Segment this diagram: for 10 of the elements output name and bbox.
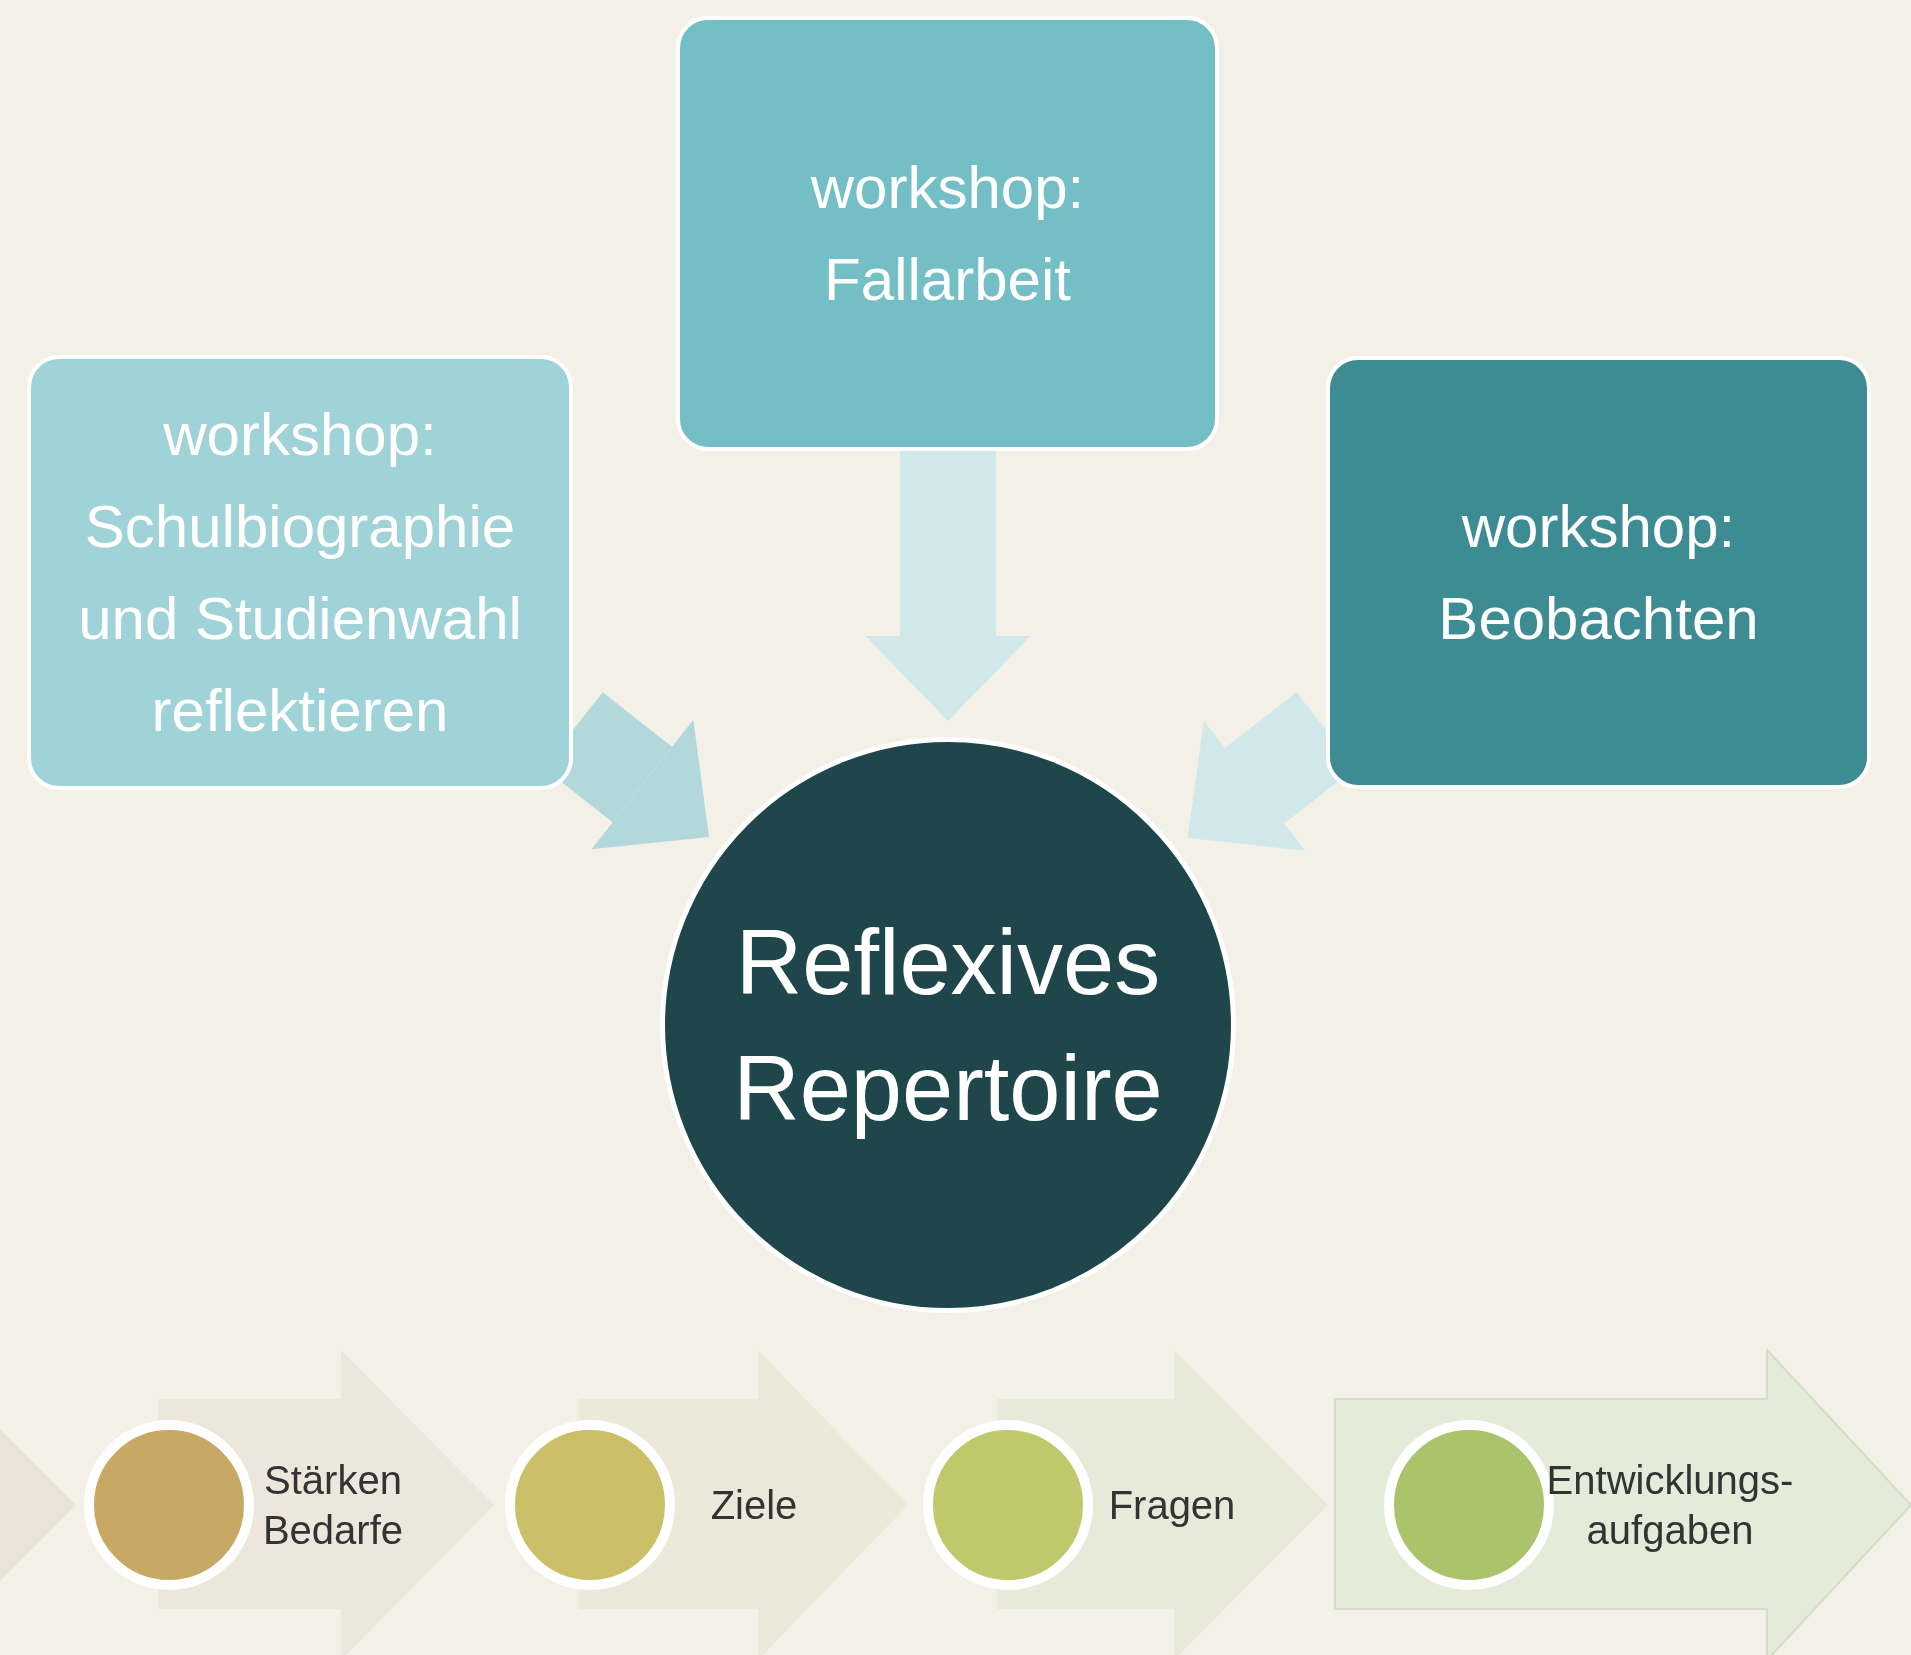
workshop-box: workshop: Schulbiographie und Studienwahl reflektieren [27, 355, 573, 790]
step-label: Stärken Bedarfe [261, 1457, 405, 1554]
step-label: Fragen [1107, 1482, 1237, 1529]
process-step [1335, 1350, 1911, 1655]
workshop-box: workshop: Fallarbeit [676, 16, 1219, 451]
center-circle: Reflexives Repertoire [660, 737, 1236, 1313]
block-arrow [865, 451, 1031, 721]
step-label: Ziele [709, 1482, 799, 1529]
step-label: Entwicklungs- aufgaben [1545, 1457, 1795, 1554]
workshop-box: workshop: Beobachten [1326, 356, 1871, 789]
